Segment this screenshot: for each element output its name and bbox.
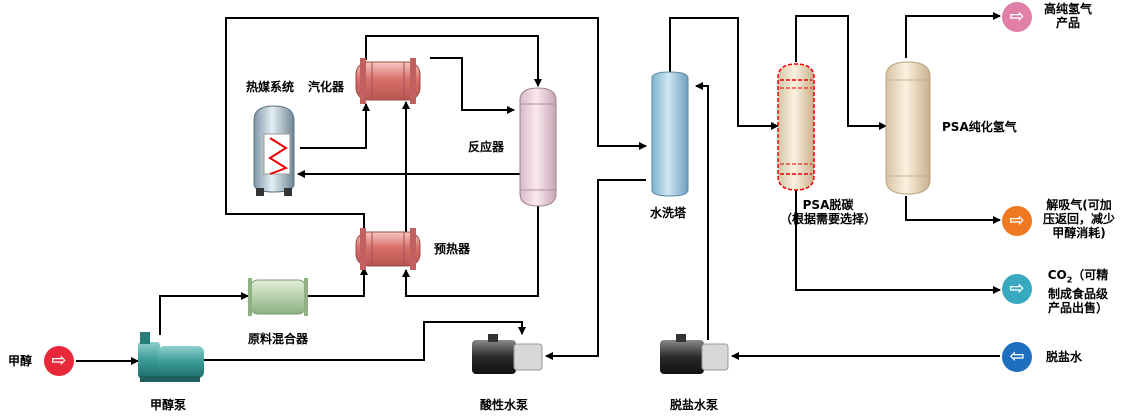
pipe-tower-to-decarb	[669, 17, 779, 130]
co2-outlet-arrow-icon: ⇨	[1002, 274, 1032, 304]
pipe-water-pump-to-tower	[695, 82, 709, 340]
label-raw-mixer: 原料混合器	[248, 332, 309, 346]
label-co2-sub: 2	[1066, 275, 1073, 285]
pipe-psa-to-desorb	[905, 196, 1001, 224]
pipe-preheater-to-tower	[225, 17, 647, 230]
label-vaporizer: 汽化器	[308, 80, 345, 94]
label-reactor: 反应器	[468, 140, 505, 154]
psa-decarb-vessel	[777, 63, 815, 191]
label-methanol: 甲醇	[8, 354, 33, 368]
label-desorb-line2: 压返回，减少	[1042, 212, 1115, 226]
label-h2-product: 高纯氢气 产品	[1038, 2, 1098, 30]
label-h2-product-line2: 产品	[1055, 16, 1080, 30]
label-psa-decarb: PSA脱碳 （根据需要选择）	[758, 198, 898, 226]
label-co2-line2: 制成食品级	[1047, 287, 1108, 302]
label-co2-line1: CO2（可精	[1036, 268, 1120, 287]
label-preheater: 预热器	[434, 242, 471, 256]
methanol-inlet-arrow-icon: ⇨	[44, 346, 74, 376]
psa-hydrogen-vessel	[885, 61, 931, 195]
desorption-outlet-arrow-icon: ⇨	[1002, 206, 1032, 236]
pipe-pump-to-mixer	[159, 292, 249, 335]
preheater-exchanger	[355, 228, 421, 270]
pipe-recycle-to-acid-pump	[204, 321, 526, 361]
label-desalted-water-pump: 脱盐水泵	[670, 398, 719, 412]
pipe-vaporizer-side-to-reactor	[430, 57, 515, 114]
label-desorption-gas: 解吸气(可加 压返回，减少 甲醇消耗)	[1036, 198, 1122, 240]
pipe-decarb-to-psa	[795, 15, 887, 130]
label-co2-main: CO	[1047, 268, 1067, 282]
label-methanol-pump: 甲醇泵	[150, 398, 187, 412]
label-h2-product-line1: 高纯氢气	[1043, 2, 1092, 16]
acid-water-pump	[472, 334, 543, 374]
pipe-vaporizer-to-reactor	[365, 35, 542, 87]
h2-product-outlet-arrow-icon: ⇨	[1002, 2, 1032, 32]
methanol-pump	[138, 332, 204, 382]
vaporizer-exchanger	[355, 58, 421, 104]
heat-medium-system-tank	[253, 105, 295, 196]
label-water-wash-tower: 水洗塔	[650, 206, 687, 220]
pipe-decarb-to-co2	[795, 190, 1001, 294]
label-heat-medium-system: 热媒系统	[246, 80, 295, 94]
label-desorb-line3: 甲醇消耗)	[1052, 226, 1106, 240]
pipes	[76, 12, 1001, 365]
pipe-psa-to-product	[905, 12, 1001, 58]
label-co2-line3: 产品出售）	[1047, 301, 1108, 316]
water-wash-tower	[651, 71, 689, 197]
pipe-reactor-to-preheater	[402, 204, 539, 297]
pipe-mixer-to-preheater	[306, 267, 368, 297]
raw-mixer-vessel	[248, 278, 308, 316]
label-desorb-line1: 解吸气(可加	[1046, 198, 1112, 212]
label-desalted-water: 脱盐水	[1046, 350, 1083, 364]
label-psa-decarb-line1: PSA脱碳	[802, 198, 854, 212]
desalted-water-inlet-arrow-icon: ⇦	[1002, 342, 1032, 372]
pipe-tower-to-acid-pump	[545, 179, 646, 360]
reactor-vessel	[519, 87, 557, 207]
pipe-heat-to-vaporizer	[300, 103, 370, 149]
label-psa-hydrogen: PSA纯化氢气	[942, 120, 1017, 134]
label-psa-decarb-line2: （根据需要选择）	[779, 212, 876, 226]
label-co2: CO2（可精 制成食品级 产品出售）	[1036, 268, 1120, 315]
label-acid-water-pump: 酸性水泵	[480, 398, 529, 412]
desalted-water-pump	[660, 334, 729, 374]
label-co2-rest: （可精	[1072, 268, 1109, 282]
